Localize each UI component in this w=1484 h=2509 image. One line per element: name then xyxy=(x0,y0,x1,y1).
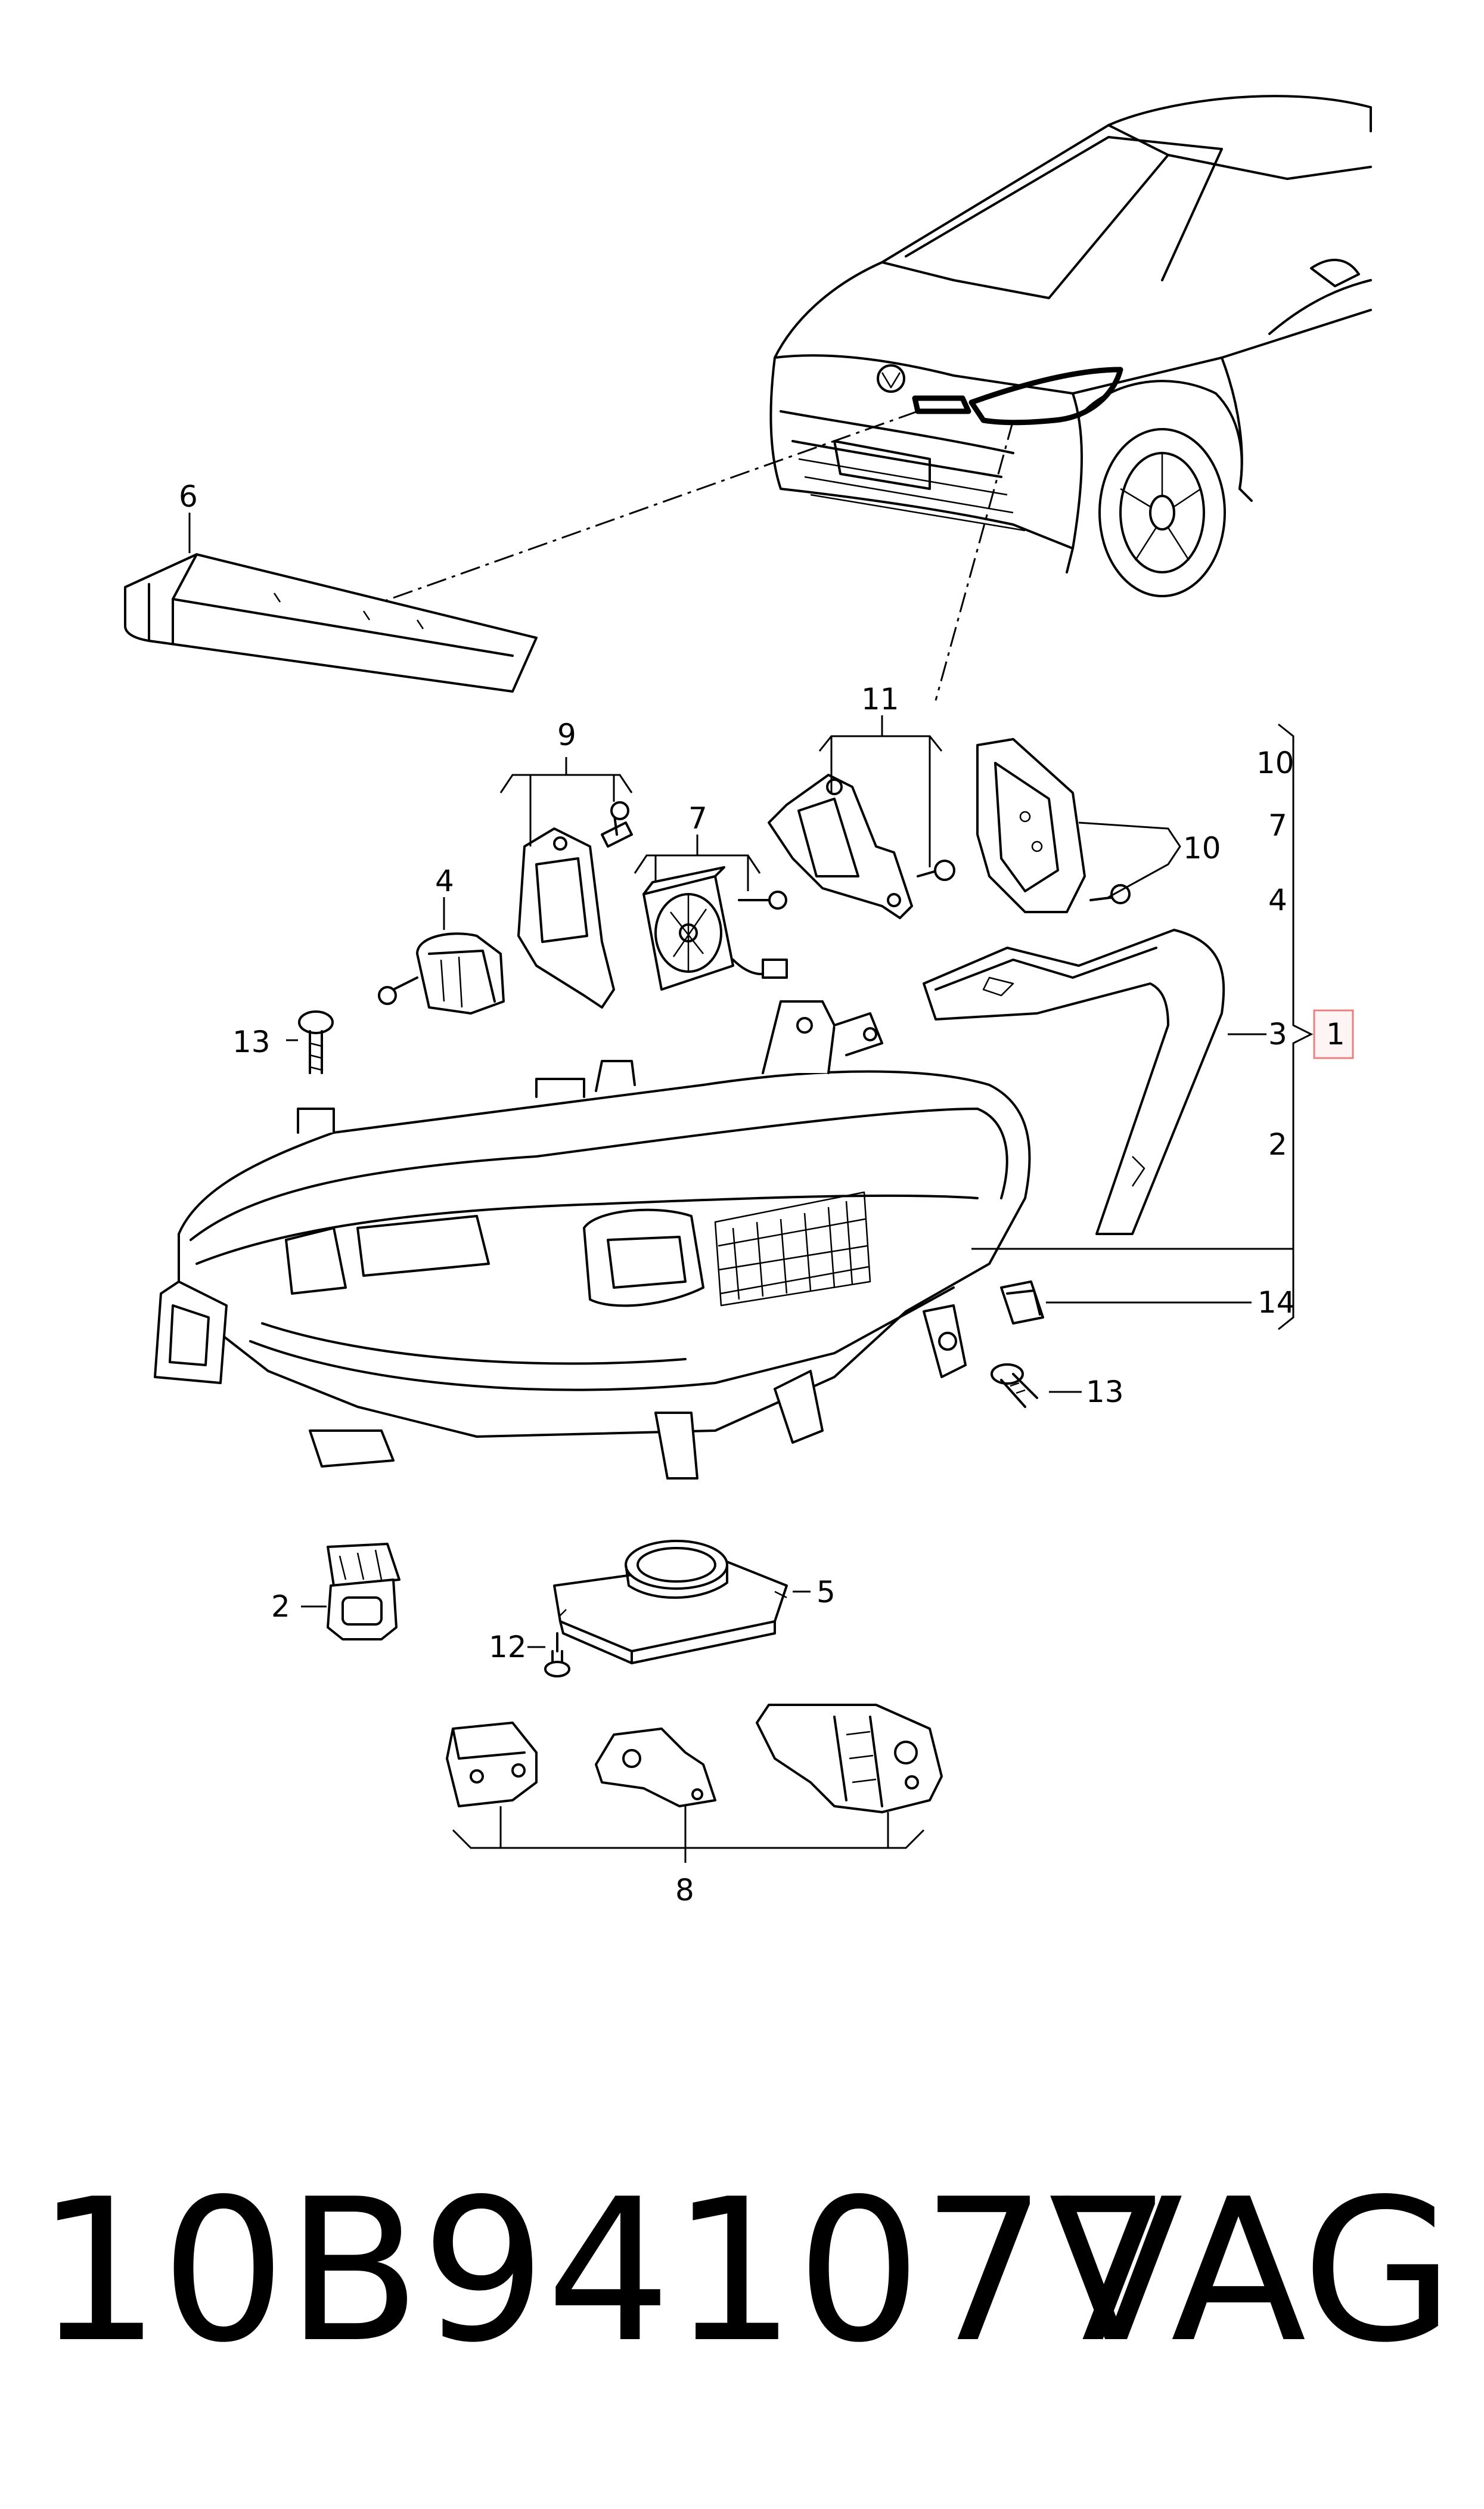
callout-2-list: 2 xyxy=(1268,1127,1287,1162)
part-4-actuator xyxy=(378,932,505,1015)
callout-1-highlight xyxy=(1313,1009,1354,1059)
part-number: 10B941077A xyxy=(36,2157,1306,2386)
callout-13-upper: 13 xyxy=(232,1025,271,1059)
callout-10-list: 10 xyxy=(1256,746,1294,780)
callout-9: 9 xyxy=(557,718,576,752)
part-number-footer: 10B941077A VAG xyxy=(36,2146,1454,2396)
part-2-socket xyxy=(327,1543,401,1640)
callout-3: 3 xyxy=(1268,1017,1287,1052)
part-14-clip-nut xyxy=(1000,1280,1044,1325)
callout-11: 11 xyxy=(861,682,899,717)
part-7-fan xyxy=(642,866,788,991)
part-6-light-strip xyxy=(124,553,538,693)
part-9-bracket xyxy=(517,801,633,1009)
part-13-screw-lower xyxy=(991,1363,1038,1408)
callout-1: 1 xyxy=(1326,1017,1345,1052)
brand-name: VAG xyxy=(1048,2157,1454,2386)
headlight-exploded-diagram: 6 9 7 11 xyxy=(124,95,1372,1908)
callout-13-lower: 13 xyxy=(1086,1375,1124,1409)
callout-6: 6 xyxy=(179,479,198,514)
callout-2: 2 xyxy=(271,1589,290,1624)
leader-car-to-part-6 xyxy=(381,410,918,603)
callout-7-list: 7 xyxy=(1268,808,1287,843)
callout-4-list: 4 xyxy=(1268,883,1287,917)
part-3-trim-panel xyxy=(923,929,1225,1235)
assembly-bracket xyxy=(1278,723,1314,1331)
part-11-bracket xyxy=(768,774,955,919)
callout-5: 5 xyxy=(816,1575,836,1609)
part-5-control-unit xyxy=(553,1540,788,1664)
part-12-screw xyxy=(544,1632,570,1677)
car-front-view xyxy=(769,95,1372,597)
callout-10-assembly: 10 xyxy=(1183,831,1221,866)
part-13-screw-upper xyxy=(298,1010,334,1074)
leader-car-to-part-1 xyxy=(935,420,1014,701)
callout-12: 12 xyxy=(489,1630,527,1664)
callout-8: 8 xyxy=(675,1873,694,1908)
callout-7: 7 xyxy=(688,801,707,836)
callout-4: 4 xyxy=(435,864,454,898)
part-8-repair-bracket-left xyxy=(446,1722,538,1807)
part-1-headlight-housing xyxy=(154,1000,1031,1480)
part-8-repair-bracket-middle xyxy=(595,1728,716,1807)
part-10-cover xyxy=(976,738,1131,913)
callout-14: 14 xyxy=(1258,1285,1296,1320)
part-8-repair-bracket-right xyxy=(756,1704,943,1813)
